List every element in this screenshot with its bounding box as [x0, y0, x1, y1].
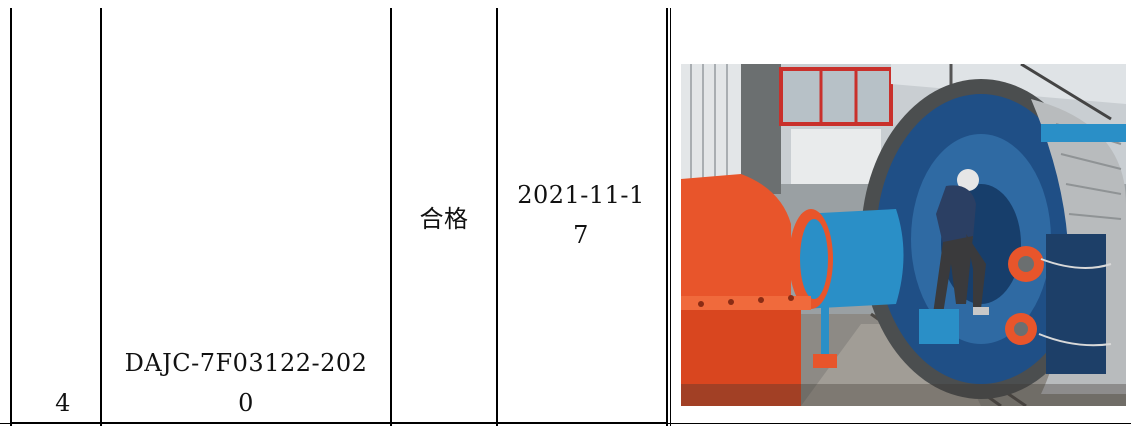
row-index: 4 — [55, 389, 71, 417]
inspection-photo — [681, 64, 1126, 406]
column-rule-5 — [670, 8, 671, 426]
date-line2: 7 — [573, 221, 589, 249]
column-rule-2 — [390, 8, 392, 426]
report-number-line1: DAJC-7F03122-202 — [124, 349, 368, 377]
report-number-line2: 0 — [238, 389, 254, 417]
hoist-inspection-illustration — [681, 64, 1126, 406]
date-line1: 2021-11-1 — [517, 181, 645, 209]
row-bottom-rule-bold — [10, 422, 668, 424]
column-rule-0 — [10, 8, 12, 426]
result-cell: 合格 — [419, 205, 469, 233]
column-rule-3 — [496, 8, 498, 426]
column-rule-1 — [100, 8, 102, 426]
column-rule-4 — [666, 8, 668, 426]
